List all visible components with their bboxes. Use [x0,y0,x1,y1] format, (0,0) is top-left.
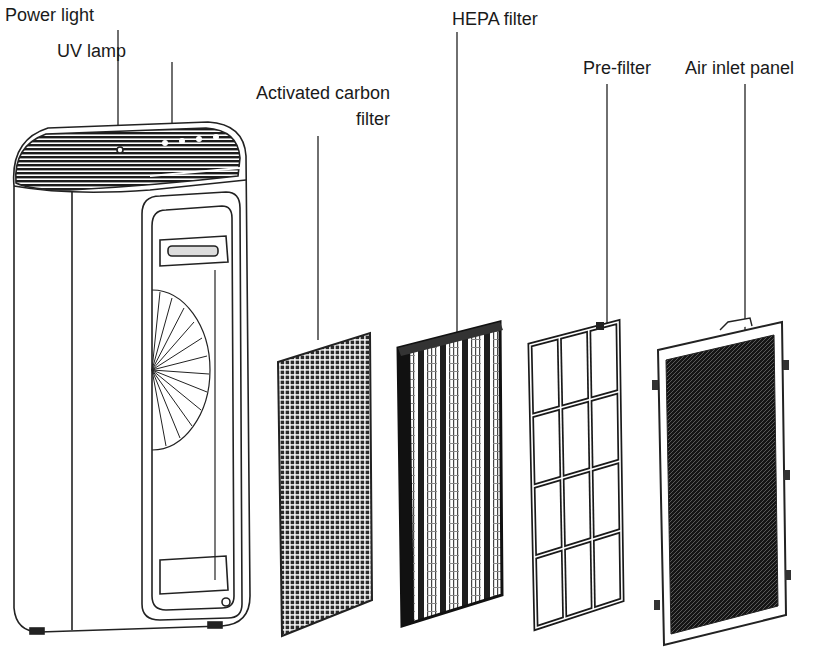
inlet-panel-clip [654,600,660,610]
button [180,139,184,143]
fan-rim [152,290,210,450]
latch [222,598,230,606]
leader-line [456,32,457,334]
power-light [117,147,123,153]
pre-filter-tab [596,322,604,330]
purifier-body [14,122,250,634]
part-label: HEPA filter [452,6,538,32]
air-inlet-panel [652,318,791,645]
part-label: Power light [5,2,94,28]
inner-rail [214,270,215,580]
panel-edge [150,168,240,176]
part-label: Pre-filter [583,55,651,81]
foot [208,622,222,628]
part-label: UV lamp [57,38,126,64]
carbon-filter-panel [278,333,372,636]
leader-line [606,84,607,326]
uv-lamp-housing [160,236,228,266]
leader-line [317,136,318,340]
button [163,141,167,145]
filter-bay [152,206,234,610]
hepa-filter [398,322,503,626]
leader-line [744,84,745,330]
hepa-frame-edge [398,345,414,626]
bottom-tray [160,556,228,594]
button [197,137,201,141]
uv-lamp [168,246,218,256]
inlet-panel-handle [720,318,752,330]
part-label: Air inlet panel [685,55,794,81]
pre-filter-frame-highlight [530,322,622,628]
inlet-panel-clip [785,570,791,580]
button [214,135,218,139]
top-grille [16,128,240,190]
inlet-panel-clip [783,360,789,370]
inlet-panel-clip [784,470,790,480]
part-label: Activated carbon filter [232,80,390,132]
fan-blades [152,292,209,446]
front-seam [71,192,73,630]
inlet-panel-grille [666,335,778,634]
inlet-panel-frame [658,322,786,645]
housing-outline [14,122,250,632]
hepa-frame-top [398,322,503,356]
pre-filter [530,322,622,628]
pre-filter-frame [530,322,622,628]
inlet-panel-clip [652,380,658,390]
foot [30,628,44,634]
hepa-filter-panel [398,322,502,626]
carbon-filter [278,333,372,636]
side-frame [142,192,242,620]
